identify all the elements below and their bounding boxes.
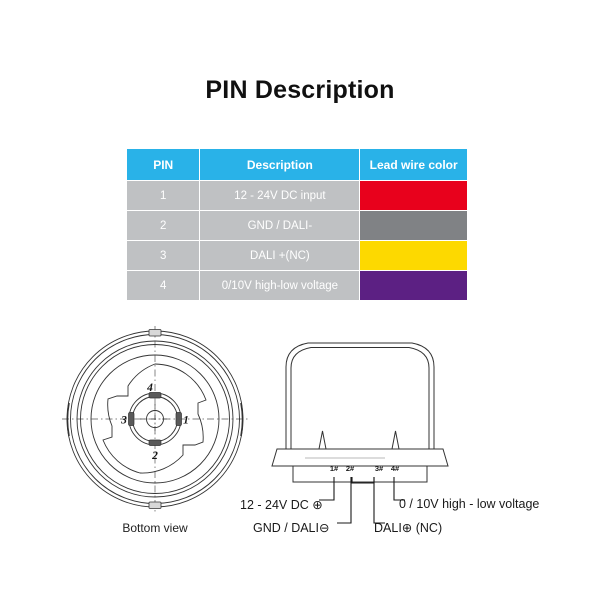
cell-pin-1: 1 [127,181,200,210]
cell-description-2: GND / DALI- [200,211,360,240]
pad-4-top [148,392,162,399]
terminal-label-4: 4# [391,464,400,473]
cell-lead-color-4 [360,271,467,300]
leader-pin-3 [373,477,385,524]
notched-body-ring [102,363,207,474]
pad-1-right [175,412,182,426]
lead-wire-swatch-purple [360,271,467,300]
leader-pin-1 [319,477,335,501]
outer-ring-5 [90,354,220,484]
lead-label-pin-4: 0 / 10V high - low voltage [399,497,540,511]
bottom-view-diagram [62,326,248,512]
pad-2-bottom [148,439,162,446]
bottom-view-pin-4-label: 4 [146,382,153,394]
table-header-description: Description [200,149,360,180]
cell-description-4: 0/10V high-low voltage [200,271,360,300]
terminal-block [292,465,428,483]
outer-ring-3 [76,340,234,498]
housing-dome [285,342,435,450]
cell-pin-3: 3 [127,241,200,270]
page-title: PIN Description [205,76,395,104]
cell-description-3: DALI +(NC) [200,241,360,270]
table-row: 4 0/10V high-low voltage [127,271,467,300]
lead-wire-swatch-gray [360,211,467,240]
terminal-label-1: 1# [330,464,339,473]
cell-lead-color-3 [360,241,467,270]
bottom-view-caption: Bottom view [122,521,188,535]
bottom-view-pin-3-label: 3 [120,415,127,427]
lead-label-pin-1: 12 - 24V DC ⊕ [240,498,323,512]
lead-wire-swatch-red [360,181,467,210]
terminal-number-labels: 1# 2# 3# 4# [330,464,400,473]
bottom-view-pin-2-label: 2 [151,450,158,462]
leader-pin-2 [337,477,352,524]
table-row: 1 12 - 24V DC input [127,181,467,210]
cell-pin-2: 2 [127,211,200,240]
cell-lead-color-1 [360,181,467,210]
leader-lines [319,477,405,524]
terminal-label-3: 3# [375,464,384,473]
table-header-pin: PIN [127,149,200,180]
pad-3-left [128,412,135,426]
housing-dome-inner [290,347,430,449]
lug-top [148,329,162,337]
side-arcs [66,402,244,437]
pin-description-table: PIN Description Lead wire color 1 12 - 2… [126,148,468,301]
lead-label-pin-2: GND / DALI⊖ [253,521,330,535]
table-header-lead-color: Lead wire color [360,149,467,180]
leader-pin-4 [393,477,405,501]
lead-wire-swatch-yellow [360,241,467,270]
outer-ring-4 [80,344,230,494]
housing-tab-right [391,430,400,450]
housing-tab-left [318,430,327,450]
cell-lead-color-2 [360,211,467,240]
table-header-row: PIN Description Lead wire color [127,149,467,180]
contact-pads [128,392,182,446]
terminal-label-2: 2# [346,464,355,473]
cell-description-1: 12 - 24V DC input [200,181,360,210]
side-view-diagram [271,342,449,483]
bottom-view-pin-1-label: 1 [183,415,189,427]
lug-bottom [148,501,162,509]
cell-pin-4: 4 [127,271,200,300]
table-row: 2 GND / DALI- [127,211,467,240]
lead-label-pin-3: DALI⊕ (NC) [374,521,443,535]
table-row: 3 DALI +(NC) [127,241,467,270]
bottom-view-pin-numbers: 4 1 2 3 [120,382,189,462]
keying-lugs [148,329,162,509]
